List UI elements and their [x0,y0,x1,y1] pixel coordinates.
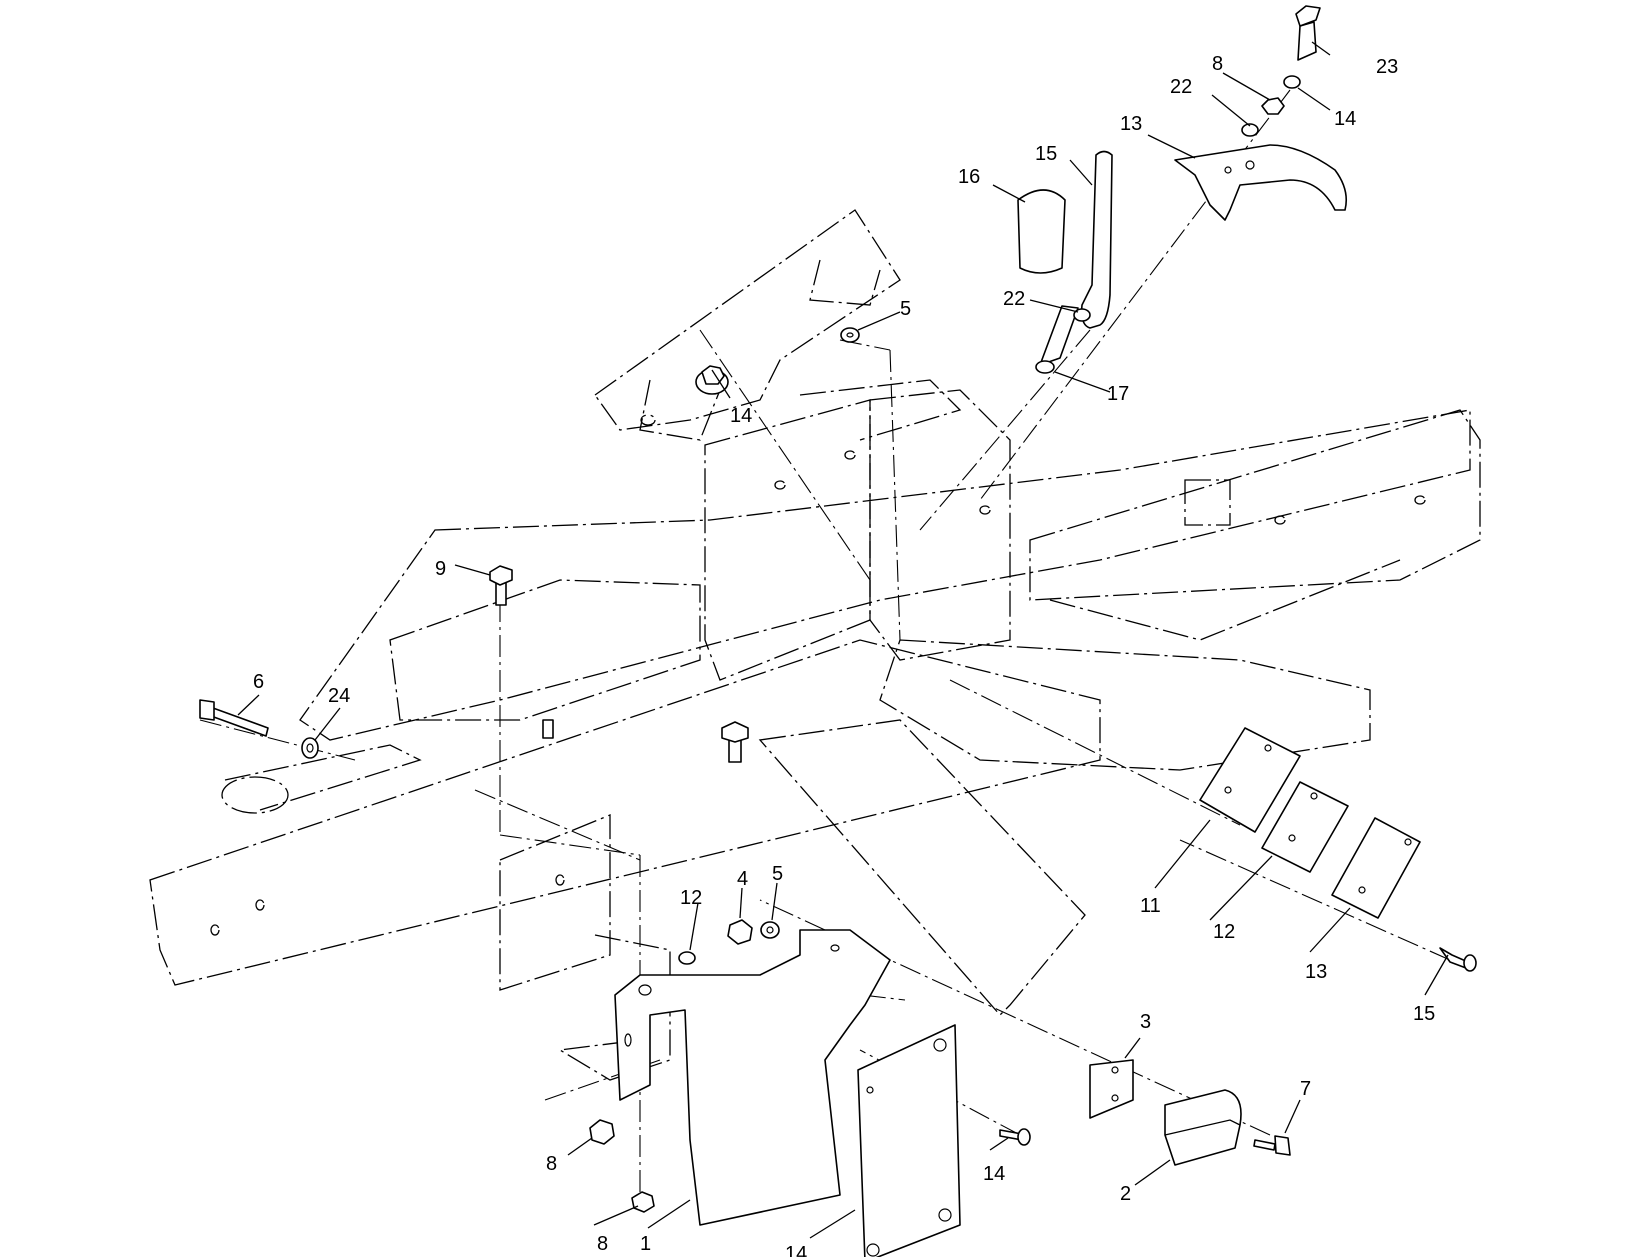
frame-tow-eye [221,776,289,814]
part-nut-4 [727,919,753,945]
part-screw-15 [1439,947,1477,972]
callout-8-middle: 8 [546,1153,557,1175]
callout-14-middle: 12 [1213,921,1235,943]
part-frame-spacer [542,719,554,739]
callout-11: 14 [983,1163,1005,1185]
part-nut-5-lower [760,921,780,939]
part-washer-22-upper [1241,123,1259,137]
leader-lines [237,41,1449,1239]
part-bolt-7 [199,699,269,737]
callout-22-middle: 22 [1003,288,1025,310]
part-bumper [1164,1089,1242,1166]
callout-22-top: 22 [1170,76,1192,98]
frame-tow-bar [224,744,422,811]
part-nut-8-bottom [631,1191,655,1213]
frame-tower [869,389,1011,661]
callout-labels: 23 8 14 22 13 15 16 22 17 5 14 9 6 24 11… [253,53,1435,1257]
callout-2: 2 [1120,1183,1131,1205]
parts [199,5,1477,1257]
frame-vertical-plate [704,399,871,681]
callout-20: 16 [958,166,980,188]
callout-16: 13 [1120,113,1142,135]
phantom-frame [149,209,1481,1081]
frame-holes [210,414,1426,936]
frame-hanging-plate [499,814,611,991]
part-washer-17 [1283,75,1301,89]
callout-8-top: 8 [1212,53,1223,75]
frame-lower-beam [149,639,1101,986]
part-plate-14-front [1331,817,1421,919]
frame-lower-right-plate [879,639,1371,771]
part-plate-13 [1199,727,1301,833]
part-nut-5-upper [840,327,860,343]
callout-18: 14 [730,405,752,427]
part-nut-8-upper [1261,97,1285,115]
part-washer-24 [301,737,319,759]
callout-19: 15 [1035,143,1057,165]
callout-8-bottom: 8 [597,1233,608,1255]
part-center-bolt [721,721,749,763]
frame-strut [758,719,1086,1016]
callout-3: 3 [1140,1011,1151,1033]
frame-right-rail [1029,409,1481,601]
part-pin [1035,305,1079,374]
part-washer-22-lower [1073,308,1091,322]
callout-23: 23 [1376,56,1398,78]
frame-right-rail-lower [1049,559,1401,641]
callout-24: 24 [328,685,350,707]
callout-1: 1 [640,1233,651,1255]
part-pedal-bracket [1174,144,1348,221]
part-screw-11 [999,1128,1031,1146]
callout-13: 11 [1140,895,1161,917]
frame-tower-lip [799,379,962,441]
callout-5-top: 5 [900,298,911,320]
frame-upper-deck-edge [639,379,721,441]
callout-9: 9 [435,558,446,580]
part-nut-8-middle [589,1119,615,1145]
part-spacer-12 [678,951,696,965]
callout-4: 4 [737,868,748,890]
callout-10: 14 [785,1243,807,1257]
frame-upper-deck [594,209,901,431]
part-small-bracket [1089,1059,1134,1119]
callout-21: 17 [1107,383,1129,405]
part-bolt-9 [489,565,513,606]
part-pedal-pad [1017,189,1066,274]
frame-upper-deck-notch [809,259,881,306]
part-cover-plate [857,1024,961,1257]
callout-6: 7 [1300,1078,1311,1100]
part-plate-14-middle [1261,781,1349,873]
callout-5-lower: 5 [772,863,783,885]
frame-right-block [1184,479,1231,526]
part-main-bracket [614,929,891,1226]
part-bolt-23 [1295,5,1321,61]
part-bolt-6 [1253,1135,1291,1156]
frame-left-plate [389,579,701,721]
callout-15: 15 [1413,1003,1435,1025]
callout-7: 6 [253,671,264,693]
callout-12: 12 [680,887,702,909]
callout-17: 14 [1334,108,1356,130]
callout-14-front: 13 [1305,961,1327,983]
